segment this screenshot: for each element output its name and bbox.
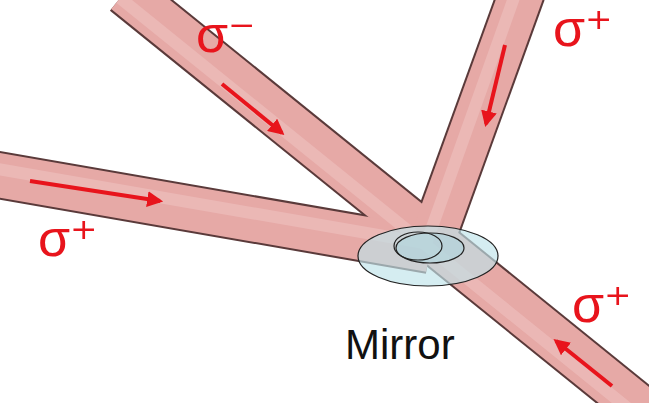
beam-overlap xyxy=(394,232,442,260)
mirror-label: Mirror xyxy=(345,324,455,366)
polarization-label: σ⁺ xyxy=(572,278,632,330)
direction-arrows xyxy=(30,45,612,386)
mirror-disc xyxy=(358,226,498,286)
polarization-label: σ⁻ xyxy=(196,8,256,60)
polarization-label: σ⁺ xyxy=(553,2,613,54)
polarization-label: σ⁺ xyxy=(38,212,98,264)
